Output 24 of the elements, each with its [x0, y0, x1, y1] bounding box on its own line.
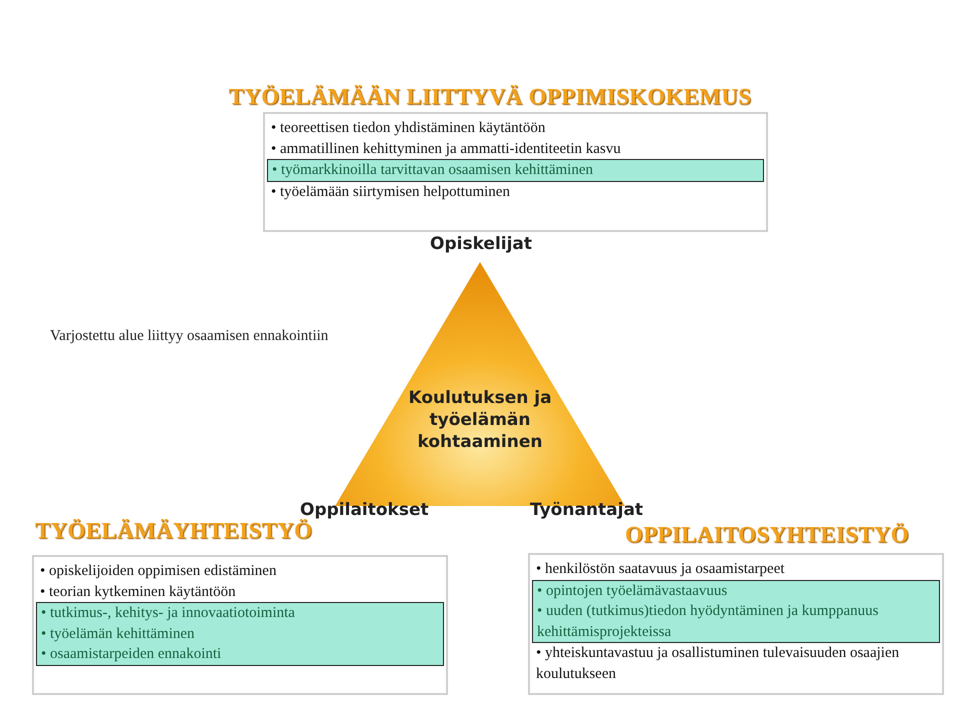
bullet-item: • teorian kytkeminen käytäntöön [40, 582, 237, 602]
section-heading: OPPILAITOSYHTEISTYÖ [625, 522, 910, 548]
corner-label: Opiskelijat [430, 234, 530, 254]
bullet-item: • yhteiskuntavastuu ja osallistuminen tulevaisuuden osaajien koulutukseen [536, 644, 900, 684]
bullet-item: • työelämään siirtymisen helpottuminen [271, 182, 511, 202]
highlight-box [267, 159, 764, 182]
section-heading: TYÖELÄMÄYHTEISTYÖ [35, 518, 312, 544]
highlight-box [532, 580, 940, 643]
bullet-item: • työelämän kehittäminen [41, 624, 196, 644]
bullet-item: • uuden (tutkimus)tiedon hyödyntäminen ja kumppanuus kehittämisprojekteissa [537, 602, 880, 642]
bullet-item: • opintojen työelämävastaavuus [537, 582, 728, 600]
highlight-box [36, 602, 444, 666]
section-heading: TYÖELÄMÄÄN LIITTYVÄ OPPIMISKOKEMUS [228, 84, 752, 110]
bullet-item: • teoreettisen tiedon yhdistäminen käytäntöön [271, 119, 546, 138]
bullet-item: • ammatillinen kehittyminen ja ammatti-identiteetin kasvu [271, 140, 622, 158]
corner-label: Työnantajat [530, 500, 644, 520]
bullet-item: • henkilöstön saatavuus ja osaamistarpeet [536, 560, 786, 579]
corner-label: Oppilaitokset [300, 500, 429, 520]
bullet-item: • tutkimus-, kehitys- ja innovaatiotoiminta [41, 604, 296, 623]
bullet-item: • työmarkkinoilla tarvittavan osaamisen kehittäminen [272, 161, 594, 180]
bullet-item: • opiskelijoiden oppimisen edistäminen [40, 562, 278, 581]
bullet-item: • osaamistarpeiden ennakointi [41, 645, 222, 664]
triangle-label: Koulutuksen ja työelämän kohtaaminen [407, 387, 553, 453]
note-text: Varjostettu alue liittyy osaamisen ennakointiin [50, 328, 328, 345]
